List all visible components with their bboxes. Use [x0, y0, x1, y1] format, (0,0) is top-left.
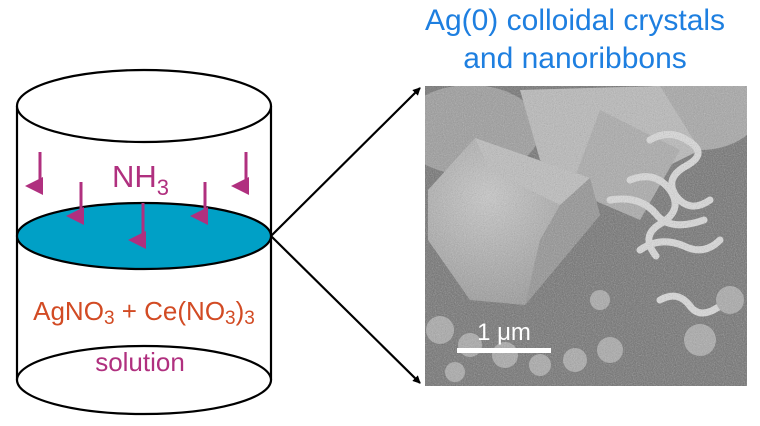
gas-arrows	[25, 152, 249, 249]
beaker-walls	[15, 106, 273, 380]
solution-label: solution	[95, 347, 185, 377]
scale-bar: 1 μm	[457, 319, 551, 353]
gas-label: NH3	[112, 159, 169, 200]
reagent-label: AgNO3 + Ce(NO3)3	[33, 296, 255, 329]
scale-bar-label: 1 μm	[477, 319, 531, 346]
beaker-top-rim	[15, 68, 273, 144]
pointer-arrow-icon	[270, 87, 421, 237]
sem-micrograph: 1 μm	[425, 86, 747, 386]
beaker-bottom-rim	[15, 344, 273, 416]
title-line-1: Ag(0) colloidal crystals	[424, 4, 726, 37]
title-line-2: and nanoribbons	[463, 42, 687, 75]
pointer-arrow-icon	[270, 235, 421, 384]
pointer-arrows	[270, 87, 421, 384]
figure-title: Ag(0) colloidal crystals and nanoribbons	[380, 2, 760, 78]
